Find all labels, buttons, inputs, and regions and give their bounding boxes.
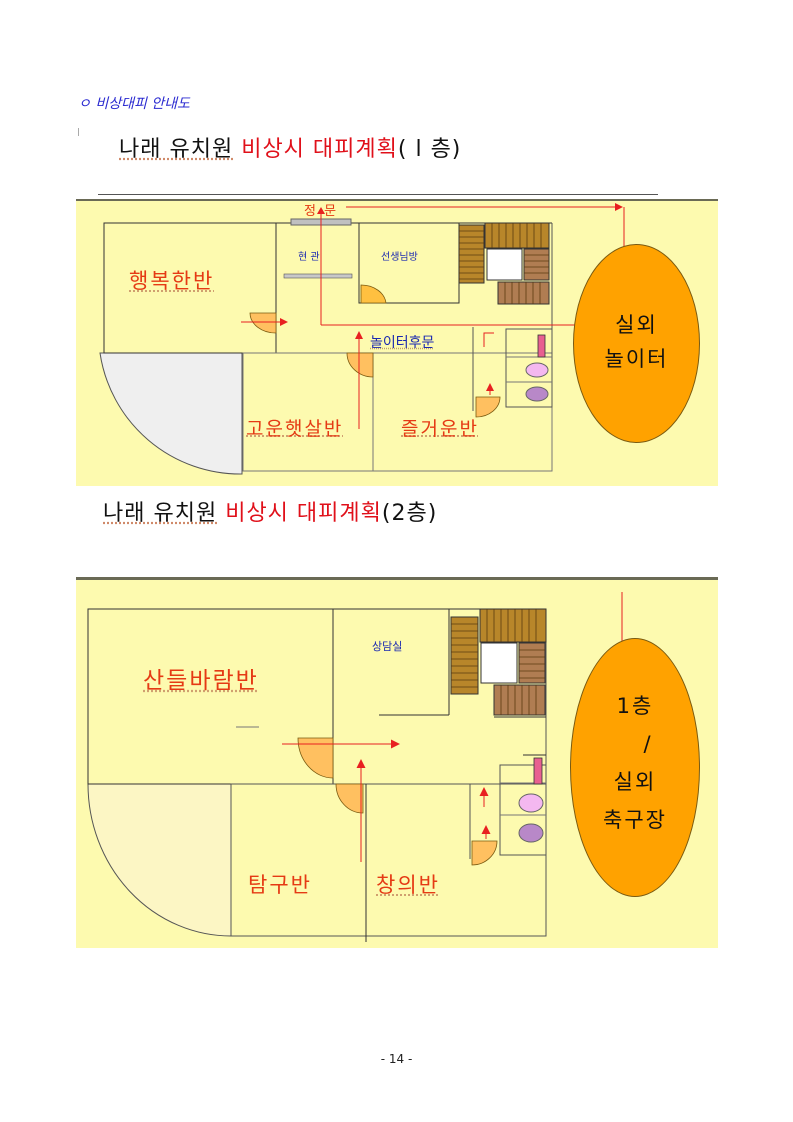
counseling-room-label: 상담실	[372, 640, 403, 653]
room-label-jeulgeoun: 즐거운반	[401, 418, 479, 440]
destination-text: 실외 놀이터	[574, 245, 699, 376]
floor-label: (2층)	[381, 501, 438, 526]
entrance-label: 현 관	[298, 252, 320, 263]
title-rule	[98, 194, 658, 195]
floor2-title: 나래 유치원 비상시 대피계획(2층)	[103, 495, 437, 527]
destination-line: /	[643, 732, 653, 756]
destination-oval: 실외 놀이터	[573, 244, 700, 443]
floor2-map	[87, 592, 627, 942]
destination-line: 실외	[613, 770, 657, 794]
plan-name: 비상시 대피계획	[241, 137, 398, 162]
plan-name: 비상시 대피계획	[225, 501, 382, 526]
floor1-plan: 정 문 현 관 선생님방 놀이터후문 행복한반 고운햇살반 즐거운반 실외 놀이…	[76, 199, 718, 486]
floor-label: ( l 층)	[397, 137, 462, 162]
floor2-plan: 상담실 산들바람반 탐구반 창의반 1층 / 실외 축구장	[76, 577, 718, 948]
back-gate-label: 놀이터후문	[370, 335, 435, 351]
plan-top-border	[76, 199, 718, 201]
teachers-room-label: 선생님방	[381, 252, 418, 263]
room-label-changui: 창의반	[376, 873, 440, 897]
section-heading: ㅇ 비상대피 안내도	[78, 96, 190, 112]
school-name: 나래 유치원	[103, 501, 218, 526]
page-number: - 14 -	[380, 1052, 413, 1066]
school-name: 나래 유치원	[119, 137, 234, 162]
destination-oval: 1층 / 실외 축구장	[570, 638, 700, 897]
room-label-sandeulbaram: 산들바람반	[143, 668, 259, 694]
destination-line: 1층	[616, 694, 654, 718]
destination-line: 축구장	[603, 808, 667, 832]
floor1-map	[99, 203, 628, 475]
room-label-haengbok: 행복한반	[129, 269, 215, 293]
room-label-tamgu: 탐구반	[248, 873, 312, 897]
destination-text: 1층 / 실외 축구장	[571, 639, 699, 839]
plan-top-border	[76, 577, 718, 580]
floor1-title: 나래 유치원 비상시 대피계획( l 층)	[119, 131, 461, 163]
text-cursor-mark	[78, 128, 79, 136]
destination-line: 실외	[615, 313, 658, 337]
room-label-goun: 고운햇살반	[246, 418, 344, 440]
main-gate-label: 정 문	[304, 204, 339, 219]
destination-line: 놀이터	[604, 347, 669, 371]
